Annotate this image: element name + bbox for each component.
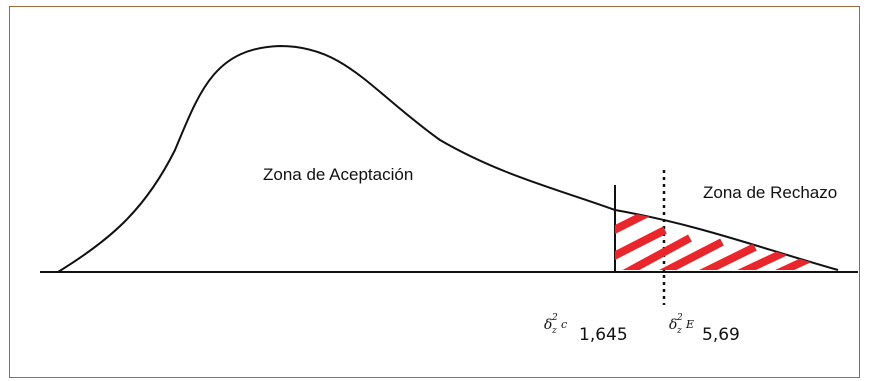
acceptance-zone-label: Zona de Aceptación <box>263 165 413 184</box>
distribution-curve <box>57 44 839 273</box>
experimental-value: 5,69 <box>702 325 740 345</box>
experimental-suffix: E <box>685 318 694 331</box>
rejection-region-hatch <box>615 210 817 270</box>
experimental-subscript: z <box>676 326 682 336</box>
experimental-symbol: δ <box>669 317 677 333</box>
critical-value: 1,645 <box>579 325 628 345</box>
rejection-zone-label: Zona de Rechazo <box>703 183 837 202</box>
experimental-marker: δ 2 z E 5,69 <box>669 313 740 345</box>
critical-subscript: z <box>551 326 557 336</box>
critical-marker: δ 2 z c 1,645 <box>544 313 628 345</box>
critical-symbol: δ <box>544 317 552 333</box>
experimental-superscript: 2 <box>676 313 683 323</box>
critical-superscript: 2 <box>551 313 558 323</box>
critical-suffix: c <box>561 318 567 331</box>
